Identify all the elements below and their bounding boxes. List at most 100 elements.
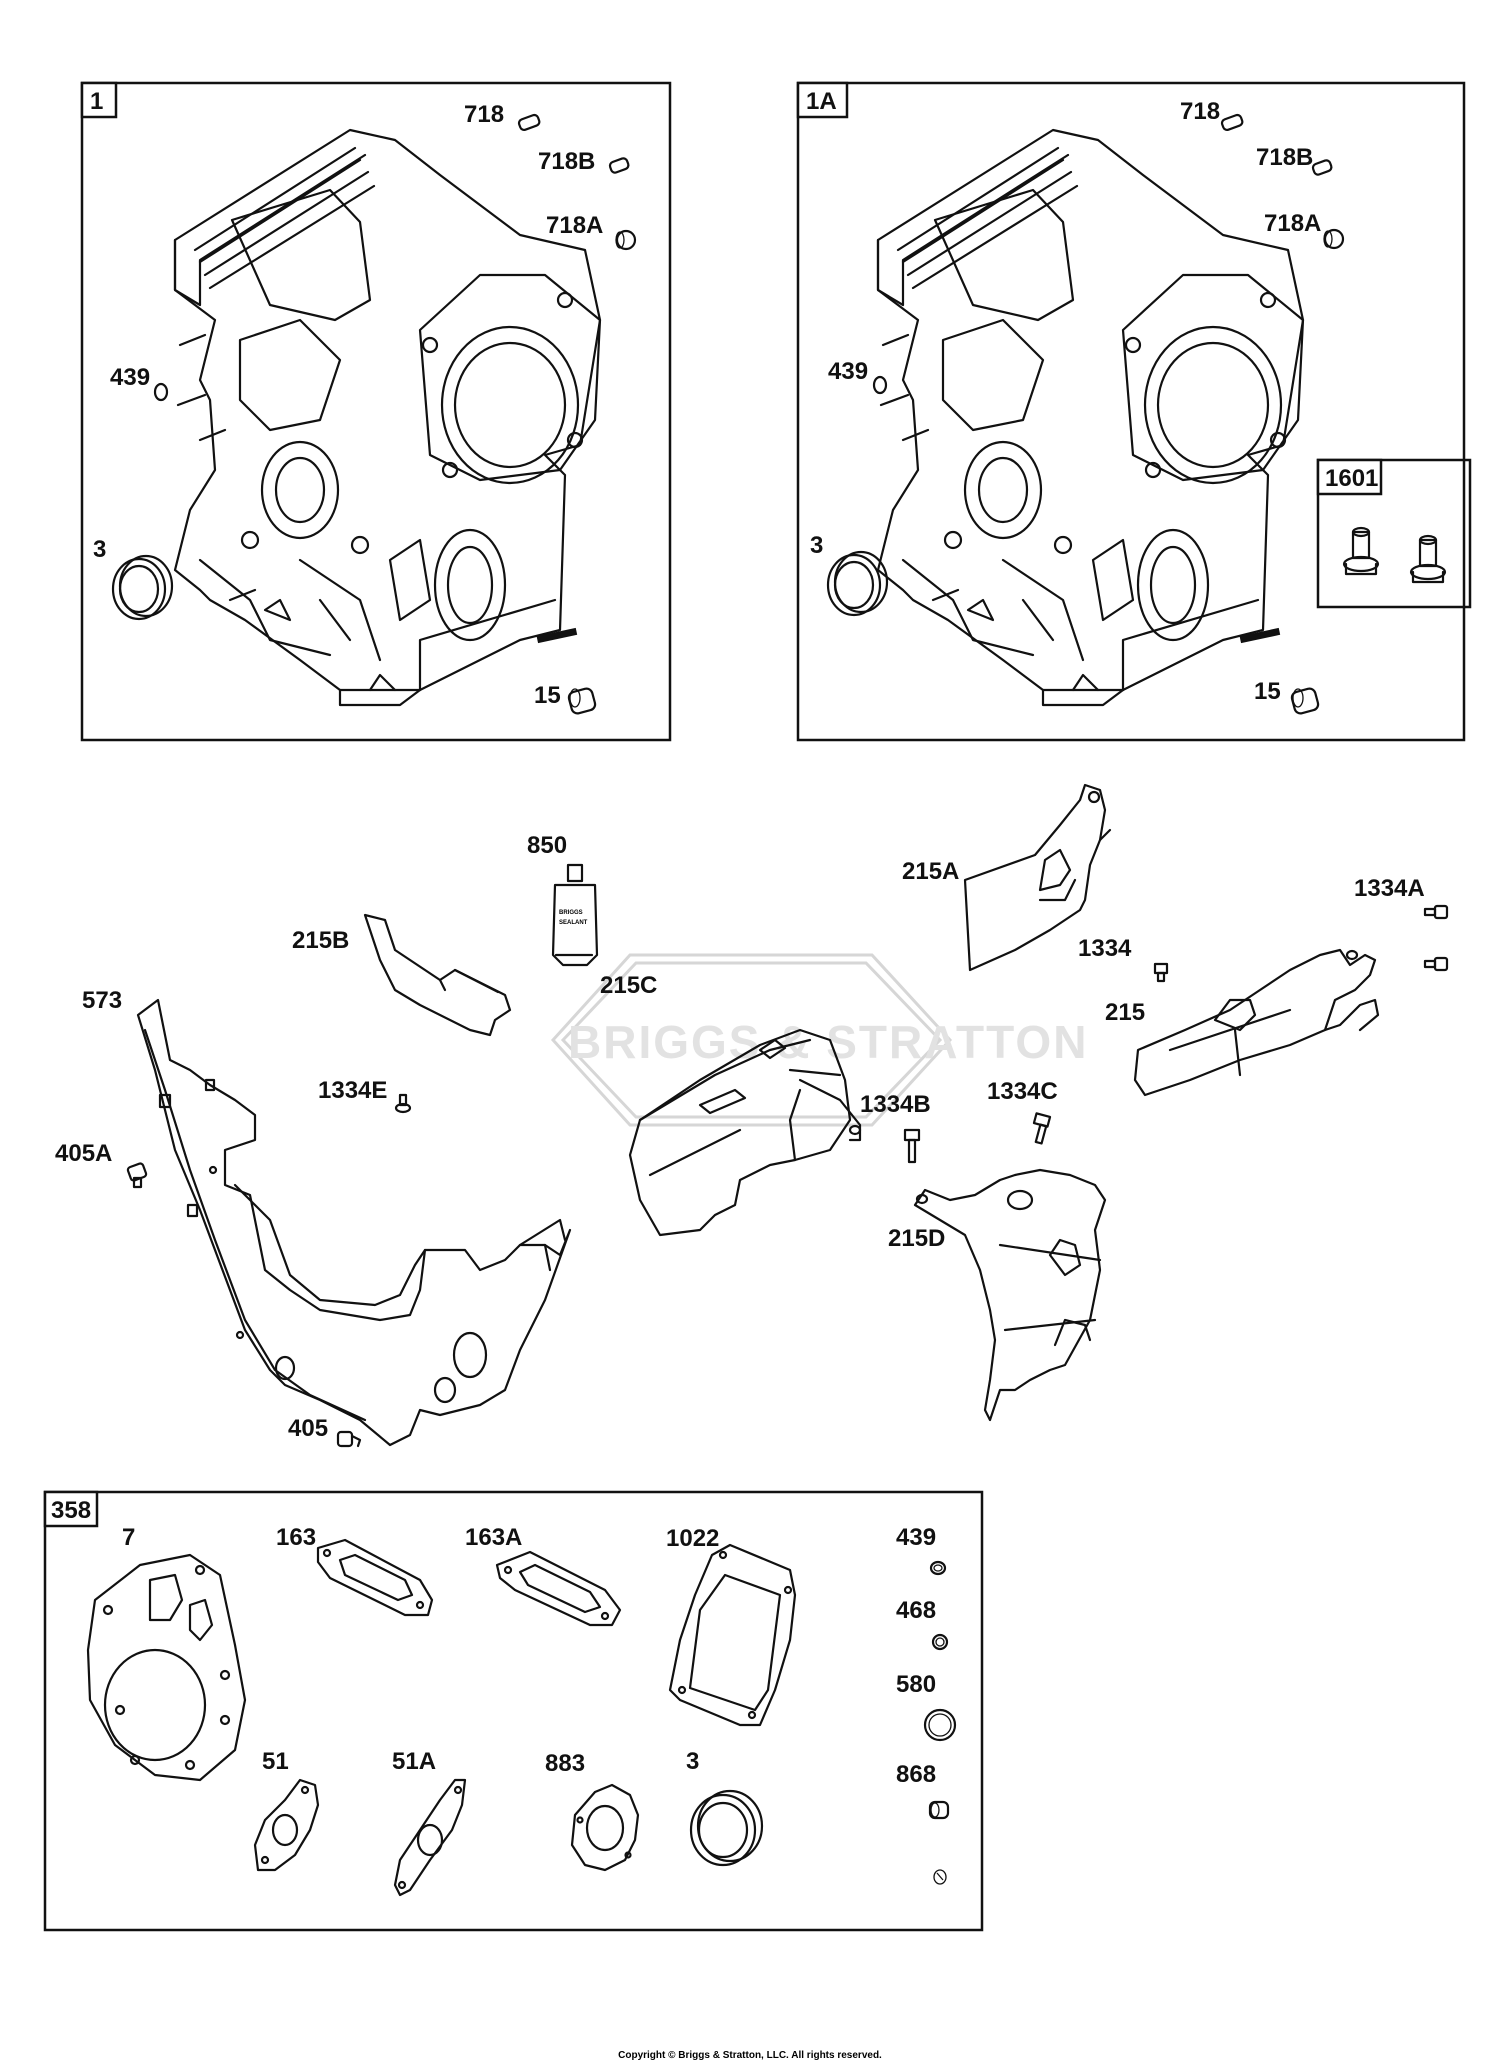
part-215a-shield[interactable] (963, 783, 1112, 972)
label-439-gasket[interactable]: 439 (896, 1524, 936, 1551)
part-1334e-screw[interactable] (394, 1093, 412, 1114)
copyright-notice: Copyright © Briggs & Stratton, LLC. All … (618, 2050, 882, 2061)
label-51[interactable]: 51 (262, 1748, 289, 1775)
part-51-gasket[interactable] (253, 1778, 320, 1872)
label-215d[interactable]: 215D (888, 1225, 945, 1252)
label-215[interactable]: 215 (1105, 999, 1145, 1026)
label-718b-1a[interactable]: 718B (1256, 144, 1313, 171)
label-1334a[interactable]: 1334A (1354, 875, 1425, 902)
part-215b-bracket[interactable] (363, 913, 512, 1037)
part-1334a-screw-bottom[interactable] (1423, 956, 1449, 972)
part-718a-bushing-1a[interactable] (1323, 228, 1345, 250)
part-718b-pin-1a[interactable] (1311, 159, 1333, 176)
part-850-sealant-tube[interactable]: BRIGGS SEALANT (551, 863, 599, 967)
label-883[interactable]: 883 (545, 1750, 585, 1777)
part-718b-pin[interactable] (608, 157, 630, 174)
part-580-o-ring[interactable] (923, 1708, 957, 1742)
label-718a[interactable]: 718A (546, 212, 603, 239)
label-3[interactable]: 3 (93, 536, 106, 563)
box-1601-frame (1316, 458, 1472, 609)
label-868[interactable]: 868 (896, 1761, 936, 1788)
part-215d-shield[interactable] (913, 1168, 1107, 1422)
part-405a-bolt[interactable] (126, 1162, 148, 1189)
part-1334a-screw-top[interactable] (1423, 904, 1449, 920)
part-15-bushing-1a[interactable] (1290, 687, 1320, 715)
part-718-pin-1a[interactable] (1220, 113, 1244, 132)
label-405[interactable]: 405 (288, 1415, 328, 1442)
label-439-1a[interactable]: 439 (828, 358, 868, 385)
part-1334-screw[interactable] (1153, 962, 1169, 983)
part-405-bolt[interactable] (336, 1430, 362, 1448)
label-215c[interactable]: 215C (600, 972, 657, 999)
box-358-label[interactable]: 358 (51, 1497, 91, 1524)
label-1334b[interactable]: 1334B (860, 1091, 931, 1118)
group-box-1601: 1601 (1316, 458, 1472, 609)
part-439-ring-1a[interactable] (872, 375, 888, 395)
label-3-1a[interactable]: 3 (810, 532, 823, 559)
label-580[interactable]: 580 (896, 1671, 936, 1698)
part-439-ring[interactable] (153, 382, 169, 402)
label-718[interactable]: 718 (464, 101, 504, 128)
label-1022[interactable]: 1022 (666, 1525, 719, 1552)
label-850[interactable]: 850 (527, 832, 567, 859)
part-718-pin[interactable] (517, 113, 541, 132)
box-1601-label[interactable]: 1601 (1325, 465, 1378, 492)
part-868-bushing[interactable] (928, 1800, 950, 1885)
tube-label-1: BRIGGS (559, 910, 583, 916)
part-1601-bolt-right[interactable] (1409, 534, 1447, 584)
part-215c-shroud[interactable] (628, 1028, 862, 1237)
part-1334b-screw[interactable] (903, 1128, 921, 1164)
part-468-ring[interactable] (931, 1633, 949, 1651)
box-358-frame (43, 1490, 984, 1932)
group-box-1: 1 (80, 81, 672, 742)
label-215b[interactable]: 215B (292, 927, 349, 954)
label-1334[interactable]: 1334 (1078, 935, 1132, 962)
part-215-bracket[interactable] (1133, 948, 1380, 1097)
label-1334e[interactable]: 1334E (318, 1077, 387, 1104)
box-1a-tag (796, 81, 849, 119)
engine-block-1a[interactable] (876, 128, 1305, 707)
part-439-ring-gasket[interactable] (929, 1560, 947, 1576)
label-215a[interactable]: 215A (902, 858, 959, 885)
label-573[interactable]: 573 (82, 987, 122, 1014)
label-468[interactable]: 468 (896, 1597, 936, 1624)
label-439[interactable]: 439 (110, 364, 150, 391)
part-51a-gasket[interactable] (393, 1778, 467, 1897)
part-163-gasket[interactable] (316, 1538, 434, 1617)
part-573-plate[interactable] (136, 998, 572, 1447)
label-405a[interactable]: 405A (55, 1140, 112, 1167)
watermark: BRIGGS & STRATTON (550, 953, 1086, 1127)
label-7[interactable]: 7 (122, 1524, 135, 1551)
box-1-label[interactable]: 1 (90, 88, 103, 115)
engine-block-1[interactable] (173, 128, 602, 707)
box-1-tag (80, 81, 118, 119)
label-1334c[interactable]: 1334C (987, 1078, 1058, 1105)
box-1a-label[interactable]: 1A (806, 88, 837, 115)
label-51a[interactable]: 51A (392, 1748, 436, 1775)
part-3-seal-gasket[interactable] (689, 1789, 764, 1867)
part-3-seal-1a[interactable] (826, 550, 889, 617)
box-1a-frame (796, 81, 1466, 742)
label-718a-1a[interactable]: 718A (1264, 210, 1321, 237)
part-7-head-gasket[interactable] (86, 1553, 247, 1782)
label-718b[interactable]: 718B (538, 148, 595, 175)
label-163a[interactable]: 163A (465, 1524, 522, 1551)
label-718-1a[interactable]: 718 (1180, 98, 1220, 125)
box-1-frame (80, 81, 672, 742)
part-163a-gasket[interactable] (495, 1550, 622, 1627)
part-718a-bushing[interactable] (615, 229, 637, 251)
part-883-gasket[interactable] (570, 1783, 640, 1872)
label-3-gasket[interactable]: 3 (686, 1748, 699, 1775)
group-box-358: 358 7 163 (43, 1490, 984, 1932)
label-15[interactable]: 15 (534, 682, 561, 709)
group-box-1a: 1A (796, 81, 1472, 742)
part-3-seal[interactable] (111, 554, 174, 621)
label-163[interactable]: 163 (276, 1524, 316, 1551)
part-15-bushing[interactable] (567, 687, 597, 715)
part-1334c-screw[interactable] (1032, 1112, 1052, 1145)
box-1601-tag (1316, 458, 1383, 496)
label-15-1a[interactable]: 15 (1254, 678, 1281, 705)
part-1022-gasket[interactable] (668, 1543, 797, 1727)
part-1601-bolt-left[interactable] (1342, 526, 1380, 576)
